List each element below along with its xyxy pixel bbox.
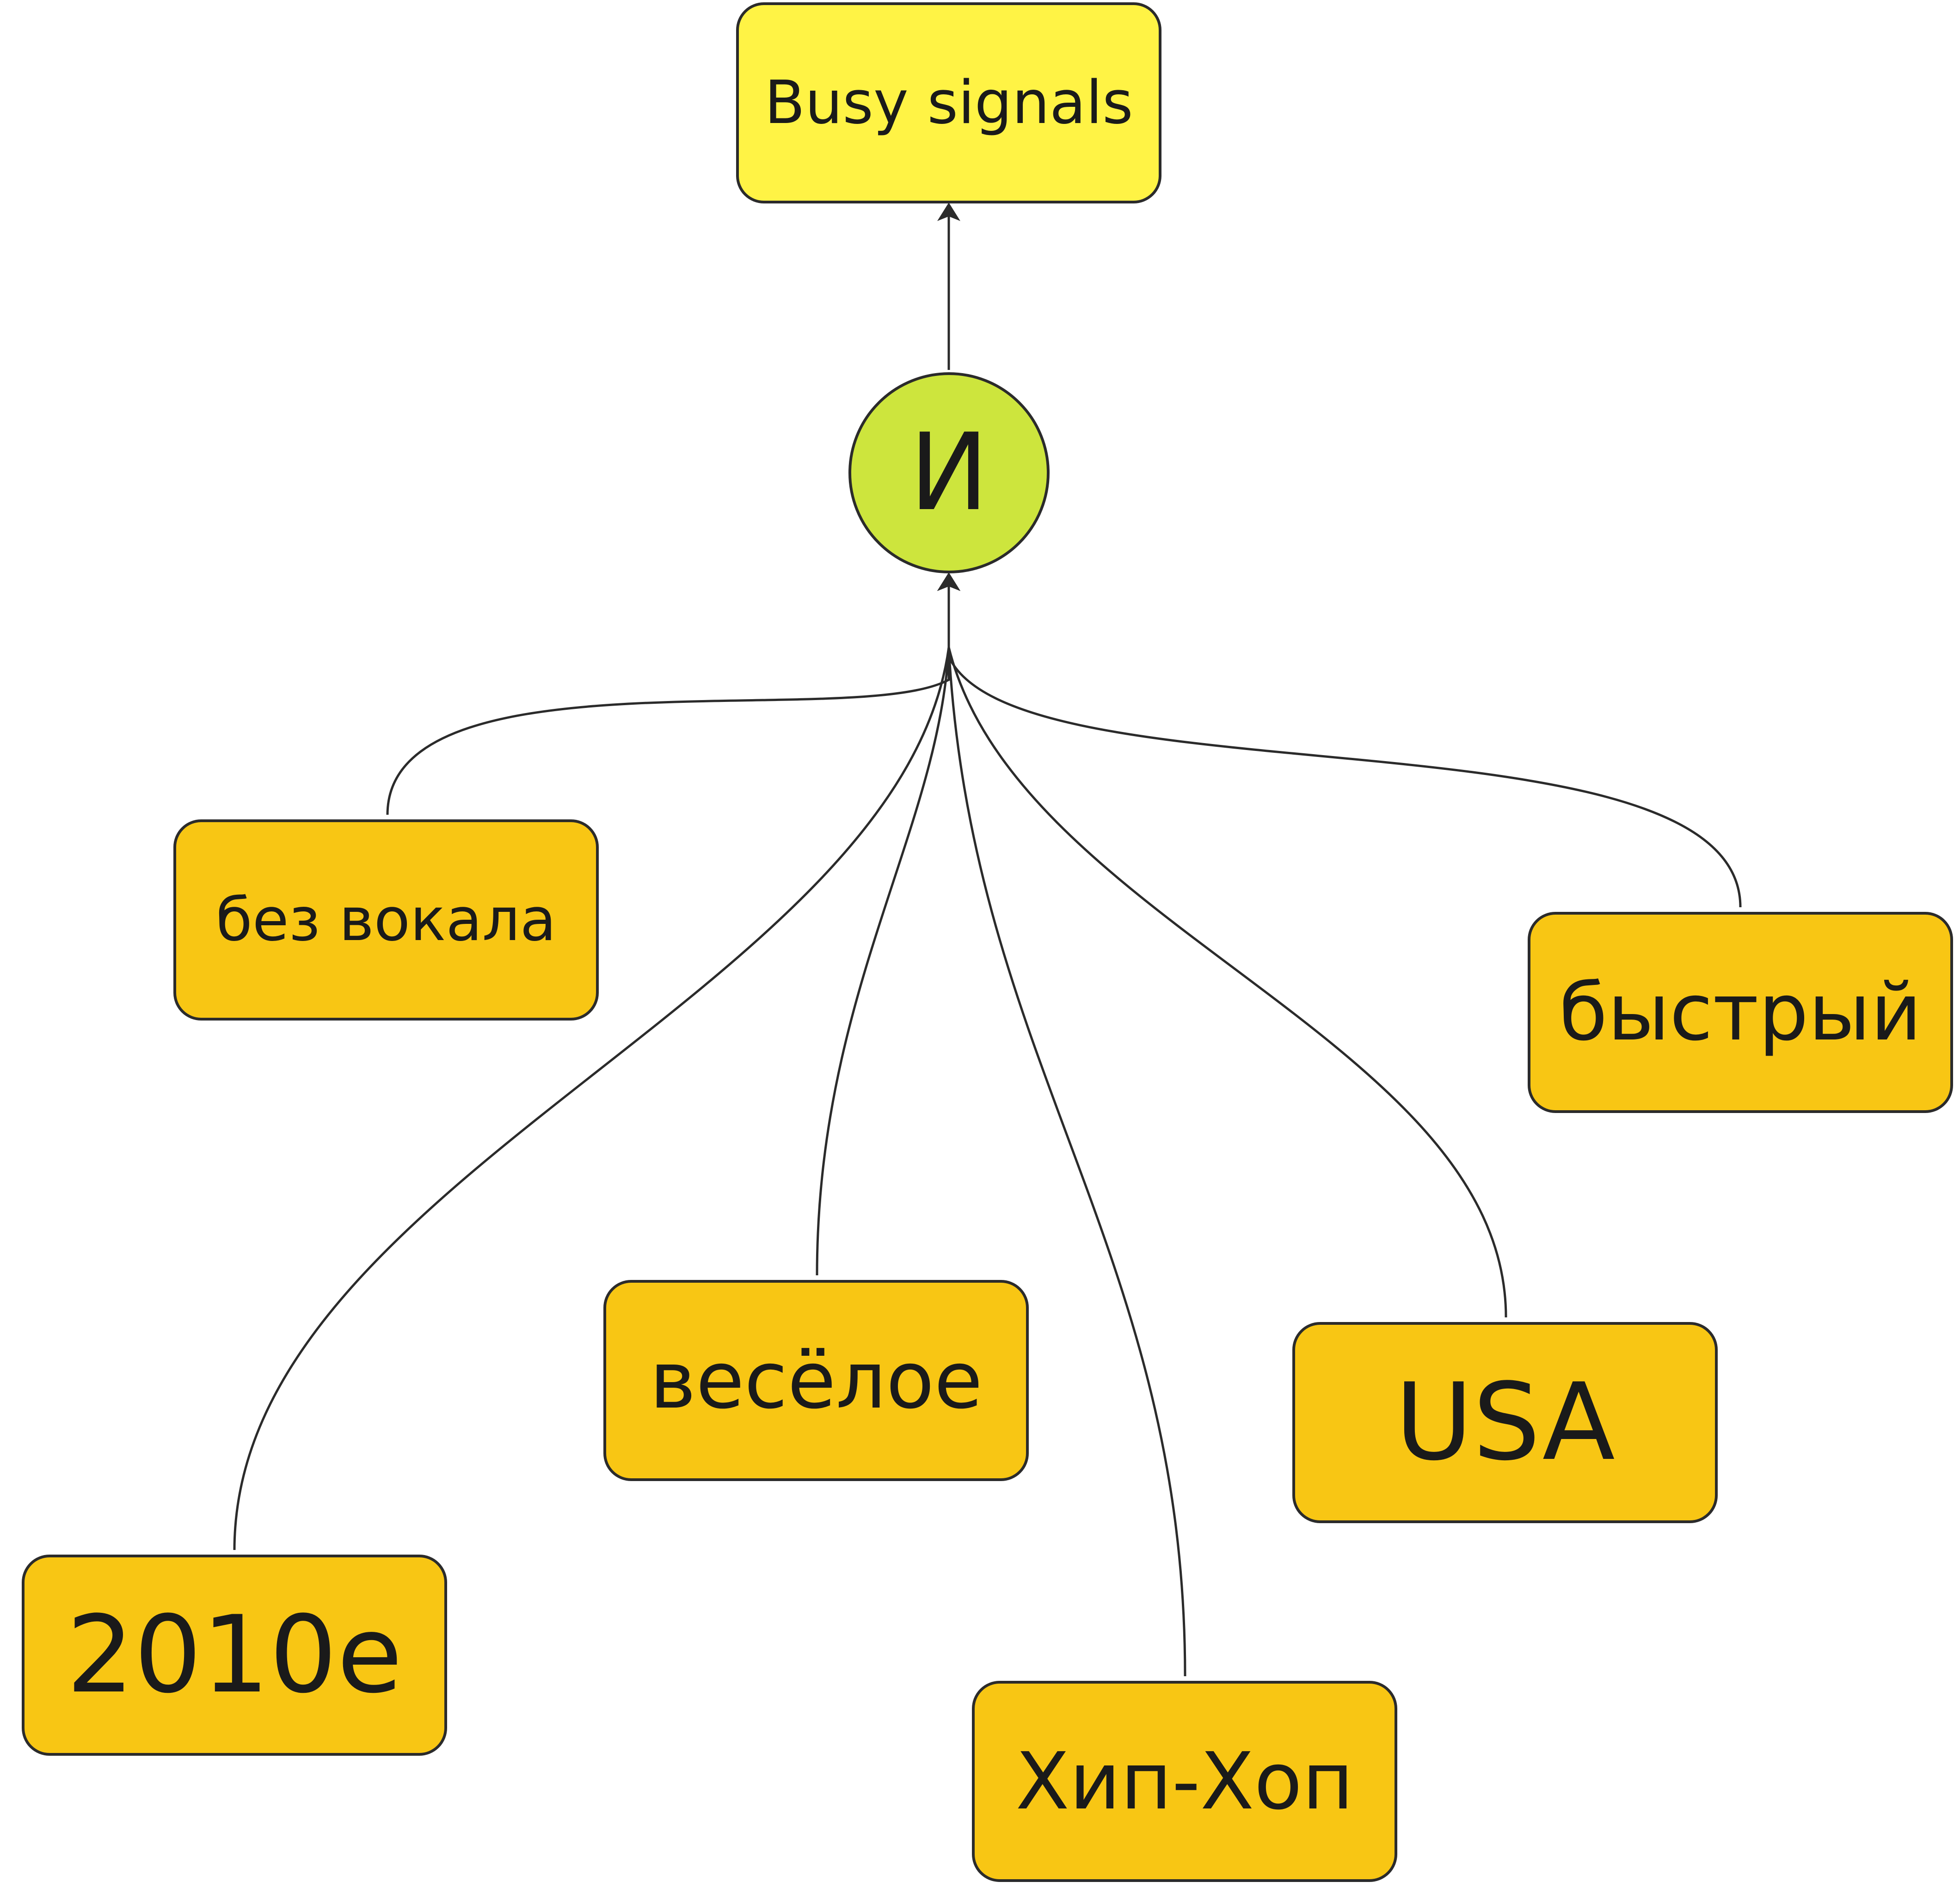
edge-cheerful-to-operator	[816, 572, 960, 1276]
edge-hiphop-to-operator	[937, 572, 1186, 1677]
criterion-label: USA	[1395, 1361, 1615, 1484]
criterion-fast[interactable]: быстрый	[1528, 912, 1953, 1113]
and-operator-label: И	[909, 411, 989, 535]
criterion-2010s[interactable]: 2010е	[22, 1555, 447, 1756]
criterion-label: Хип-Хоп	[1015, 1735, 1354, 1827]
criterion-label: без вокала	[215, 886, 557, 954]
criterion-no-vocals[interactable]: без вокала	[173, 819, 599, 1021]
goal-label: Busy signals	[764, 68, 1133, 137]
edge-no-vocals-to-operator	[386, 572, 960, 815]
edge-2010s-to-operator	[233, 572, 960, 1550]
edge-usa-to-operator	[937, 572, 1507, 1318]
edge-fast-to-operator	[937, 572, 1742, 908]
criterion-label: весёлое	[649, 1334, 983, 1427]
criterion-hip-hop[interactable]: Хип-Хоп	[972, 1681, 1397, 1882]
criterion-cheerful[interactable]: весёлое	[603, 1280, 1029, 1481]
criterion-label: быстрый	[1559, 966, 1922, 1058]
criterion-usa[interactable]: USA	[1292, 1322, 1718, 1523]
criterion-label: 2010е	[66, 1593, 403, 1717]
and-operator-node[interactable]: И	[848, 372, 1050, 573]
goal-node[interactable]: Busy signals	[736, 2, 1161, 203]
